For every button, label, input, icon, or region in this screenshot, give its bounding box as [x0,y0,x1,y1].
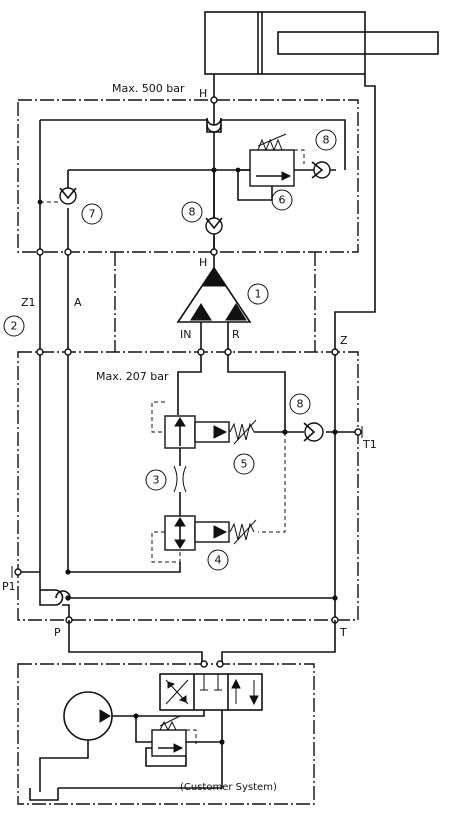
label-max-500: Max. 500 bar [112,82,185,95]
line-top-rail [40,119,346,170]
check-valve-8-lower [303,422,324,442]
svg-text:2: 2 [11,320,18,333]
label-port-z: Z [340,334,348,347]
line-p-customer [68,620,203,664]
callout-6: 6 [271,189,293,211]
lower-enclosure-boundary [17,351,359,621]
label-port-h-pump: H [199,256,207,269]
check-valve-7 [59,187,77,205]
svg-text:7: 7 [89,208,96,221]
label-port-z1: Z1 [21,296,36,309]
port-markers [14,96,362,624]
line-regulator-return [68,562,181,573]
svg-text:8: 8 [297,398,304,411]
label-port-r: R [232,328,240,341]
svg-text:6: 6 [279,194,286,207]
line-pump-suction [39,740,89,792]
callout-8-top: 8 [315,129,337,151]
line-crossover-top [206,124,222,133]
line-t-customer [221,620,336,664]
svg-text:4: 4 [215,554,222,567]
label-port-t: T [339,626,347,639]
cylinder-rod [277,31,439,55]
cylinder-barrel [204,11,366,75]
customer-relief-valve [145,715,197,767]
label-port-h-top: H [199,87,207,100]
customer-system-boundary [17,663,315,805]
pump-triangle [176,266,252,323]
directional-valve [159,673,263,711]
label-max-207: Max. 207 bar [96,370,169,383]
svg-text:8: 8 [323,134,330,147]
callout-3: 3 [145,469,167,491]
callout-1: 1 [247,283,269,305]
line-pump-valve [112,710,205,717]
callout-4: 4 [207,549,229,571]
relief-valve-5 [151,401,257,449]
hydraulic-cylinder [204,11,439,75]
check-valve-8-top [311,161,331,179]
svg-text:1: 1 [255,288,262,301]
callout-5: 5 [233,453,255,475]
relief-valve-4 [151,515,257,563]
callout-2: 2 [3,315,25,337]
label-customer-system: (Customer System) [180,782,277,793]
svg-text:8: 8 [189,206,196,219]
label-port-p1: P1 [2,580,16,593]
svg-text:3: 3 [153,474,160,487]
line-r-lower [227,352,286,432]
tank-symbol [29,788,59,801]
svg-text:5: 5 [241,458,248,471]
line-rod-return [334,74,376,352]
pilot-line-5-4 [258,432,286,533]
upper-enclosure-boundary [17,99,359,253]
label-port-p: P [54,626,61,639]
relief-valve-6 [237,133,305,201]
check-valve-8-mid [205,217,223,235]
label-port-in: IN [180,328,191,341]
pump-zone-boundary [114,252,316,352]
callout-7: 7 [81,203,103,225]
line-t-rail [69,597,336,620]
label-port-a: A [74,296,82,309]
customer-pump [63,691,113,741]
label-port-t1: T1 [362,438,377,451]
callout-8-lower: 8 [289,393,311,415]
callout-8-mid: 8 [181,201,203,223]
line-in-lower [177,352,202,415]
line-return-tank [58,710,223,789]
